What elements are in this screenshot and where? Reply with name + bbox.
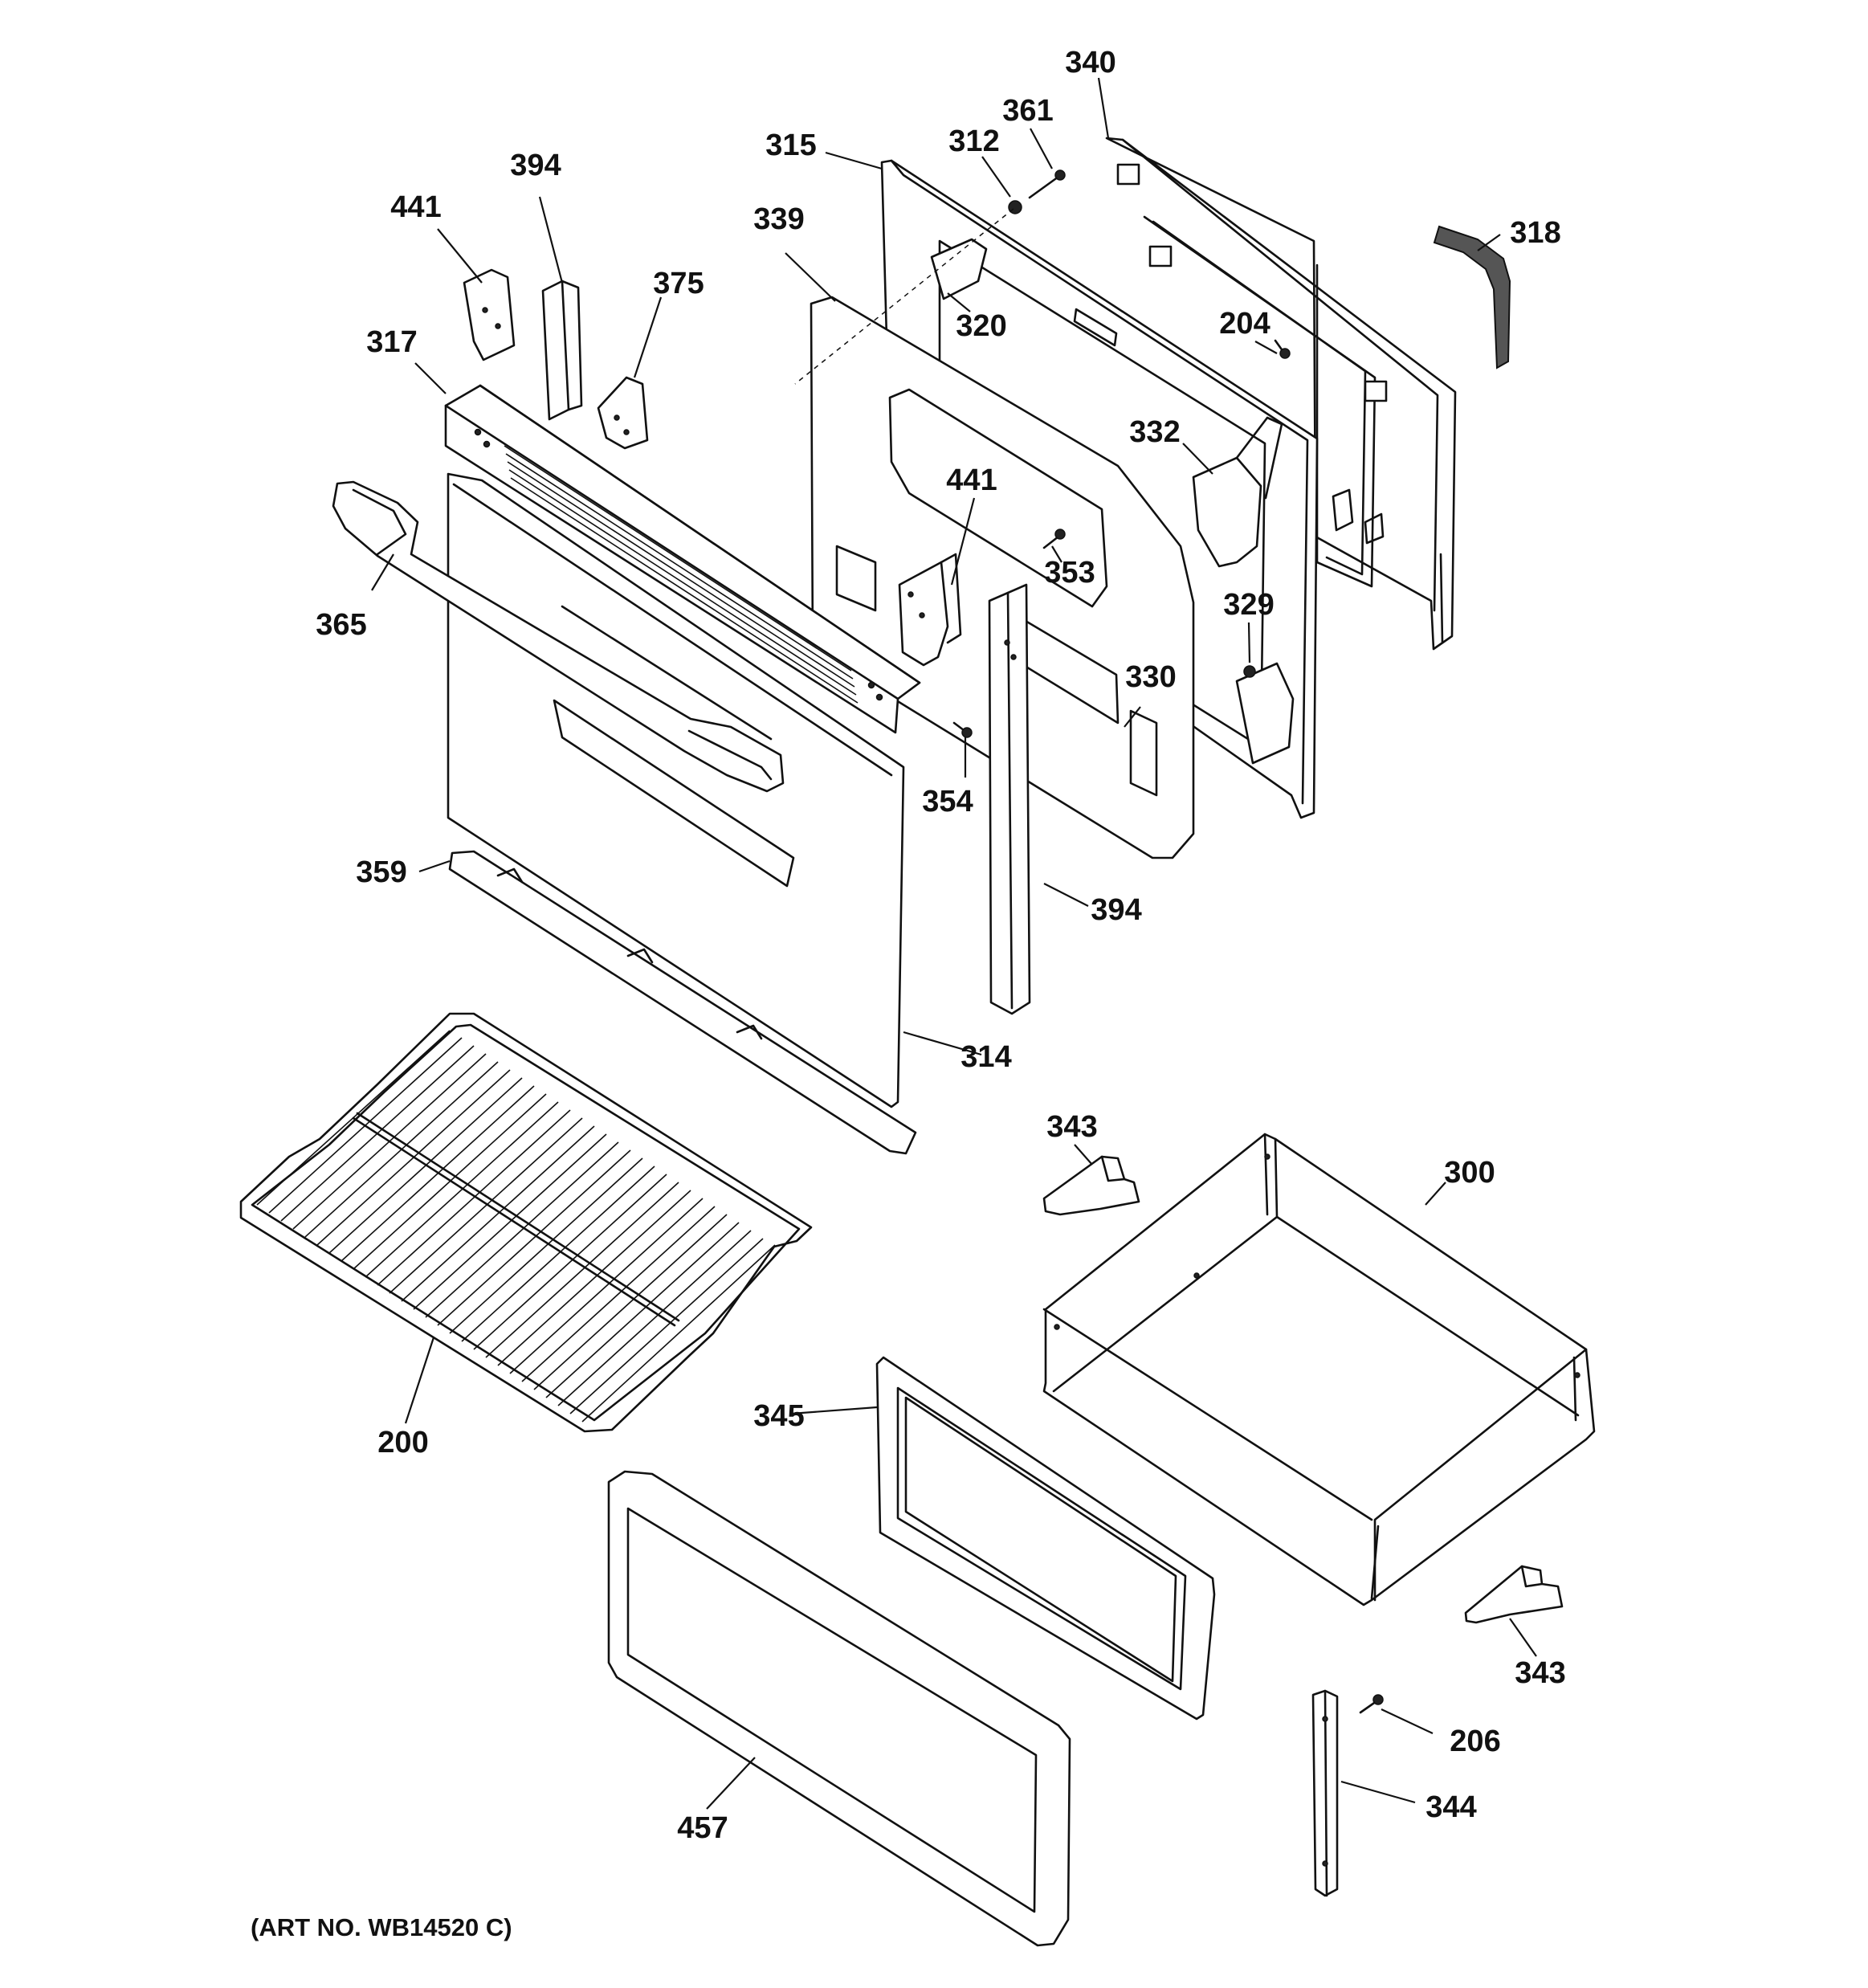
- callout-204: 204: [1219, 307, 1270, 341]
- leader-lines: [371, 77, 1537, 1810]
- part-200-oven-rack: [239, 1012, 813, 1433]
- callout-315: 315: [765, 129, 816, 162]
- callout-314: 314: [961, 1040, 1011, 1074]
- part-394-channel-right: [988, 583, 1031, 1015]
- part-343-slide-upper: [1042, 1155, 1140, 1216]
- part-318-gasket: [1433, 225, 1511, 369]
- callout-330: 330: [1125, 660, 1176, 694]
- callout-441-middle: 441: [946, 463, 997, 497]
- small-screws: [794, 169, 1291, 738]
- callout-365: 365: [316, 608, 366, 642]
- part-457-drawer-front: [607, 1470, 1071, 1947]
- callout-344: 344: [1425, 1790, 1476, 1824]
- part-300-drawer: [1042, 1133, 1596, 1606]
- callout-441-upper: 441: [390, 190, 441, 224]
- callout-354: 354: [922, 785, 973, 818]
- part-343-slide-lower: [1464, 1565, 1564, 1624]
- callout-361: 361: [1002, 94, 1053, 128]
- callout-320: 320: [956, 309, 1006, 343]
- callout-343-upper: 343: [1046, 1110, 1097, 1144]
- part-332-bracket: [1192, 416, 1283, 568]
- callout-206: 206: [1450, 1725, 1500, 1758]
- art-number: (ART NO. WB14520 C): [251, 1913, 512, 1941]
- part-314-outer-door: [447, 472, 905, 1108]
- callout-332: 332: [1129, 415, 1180, 449]
- callout-labels: 340 361 312 315 339 318 394 441 375 320 …: [316, 46, 1565, 1845]
- part-345-drawer-panel: [875, 1356, 1216, 1721]
- callout-353: 353: [1044, 556, 1095, 590]
- part-206-screw: [1359, 1694, 1384, 1714]
- callout-300: 300: [1444, 1156, 1495, 1190]
- callout-343-lower: 343: [1515, 1656, 1565, 1690]
- part-359-trim: [448, 850, 917, 1155]
- callout-457: 457: [677, 1811, 728, 1845]
- part-441-hinge-right: [898, 553, 962, 667]
- callout-329: 329: [1223, 588, 1274, 622]
- callout-317: 317: [366, 325, 417, 359]
- callout-312: 312: [948, 125, 999, 158]
- part-441-hinge-left: [463, 268, 516, 361]
- callout-359: 359: [356, 855, 406, 889]
- part-365-handle: [332, 480, 785, 793]
- part-339-inner-panel: [810, 296, 1195, 859]
- callout-375: 375: [653, 267, 704, 300]
- part-344-rail: [1311, 1689, 1339, 1897]
- callout-200: 200: [377, 1426, 428, 1459]
- part-317-vent-panel: [444, 384, 921, 734]
- callout-345: 345: [753, 1399, 804, 1433]
- callout-394-lower: 394: [1091, 893, 1141, 927]
- callout-339: 339: [753, 202, 804, 236]
- callout-318: 318: [1510, 216, 1560, 250]
- part-394-channel-left: [541, 280, 583, 421]
- callout-394-upper: 394: [510, 149, 561, 182]
- callout-340: 340: [1065, 46, 1115, 80]
- part-375-bracket: [597, 376, 649, 450]
